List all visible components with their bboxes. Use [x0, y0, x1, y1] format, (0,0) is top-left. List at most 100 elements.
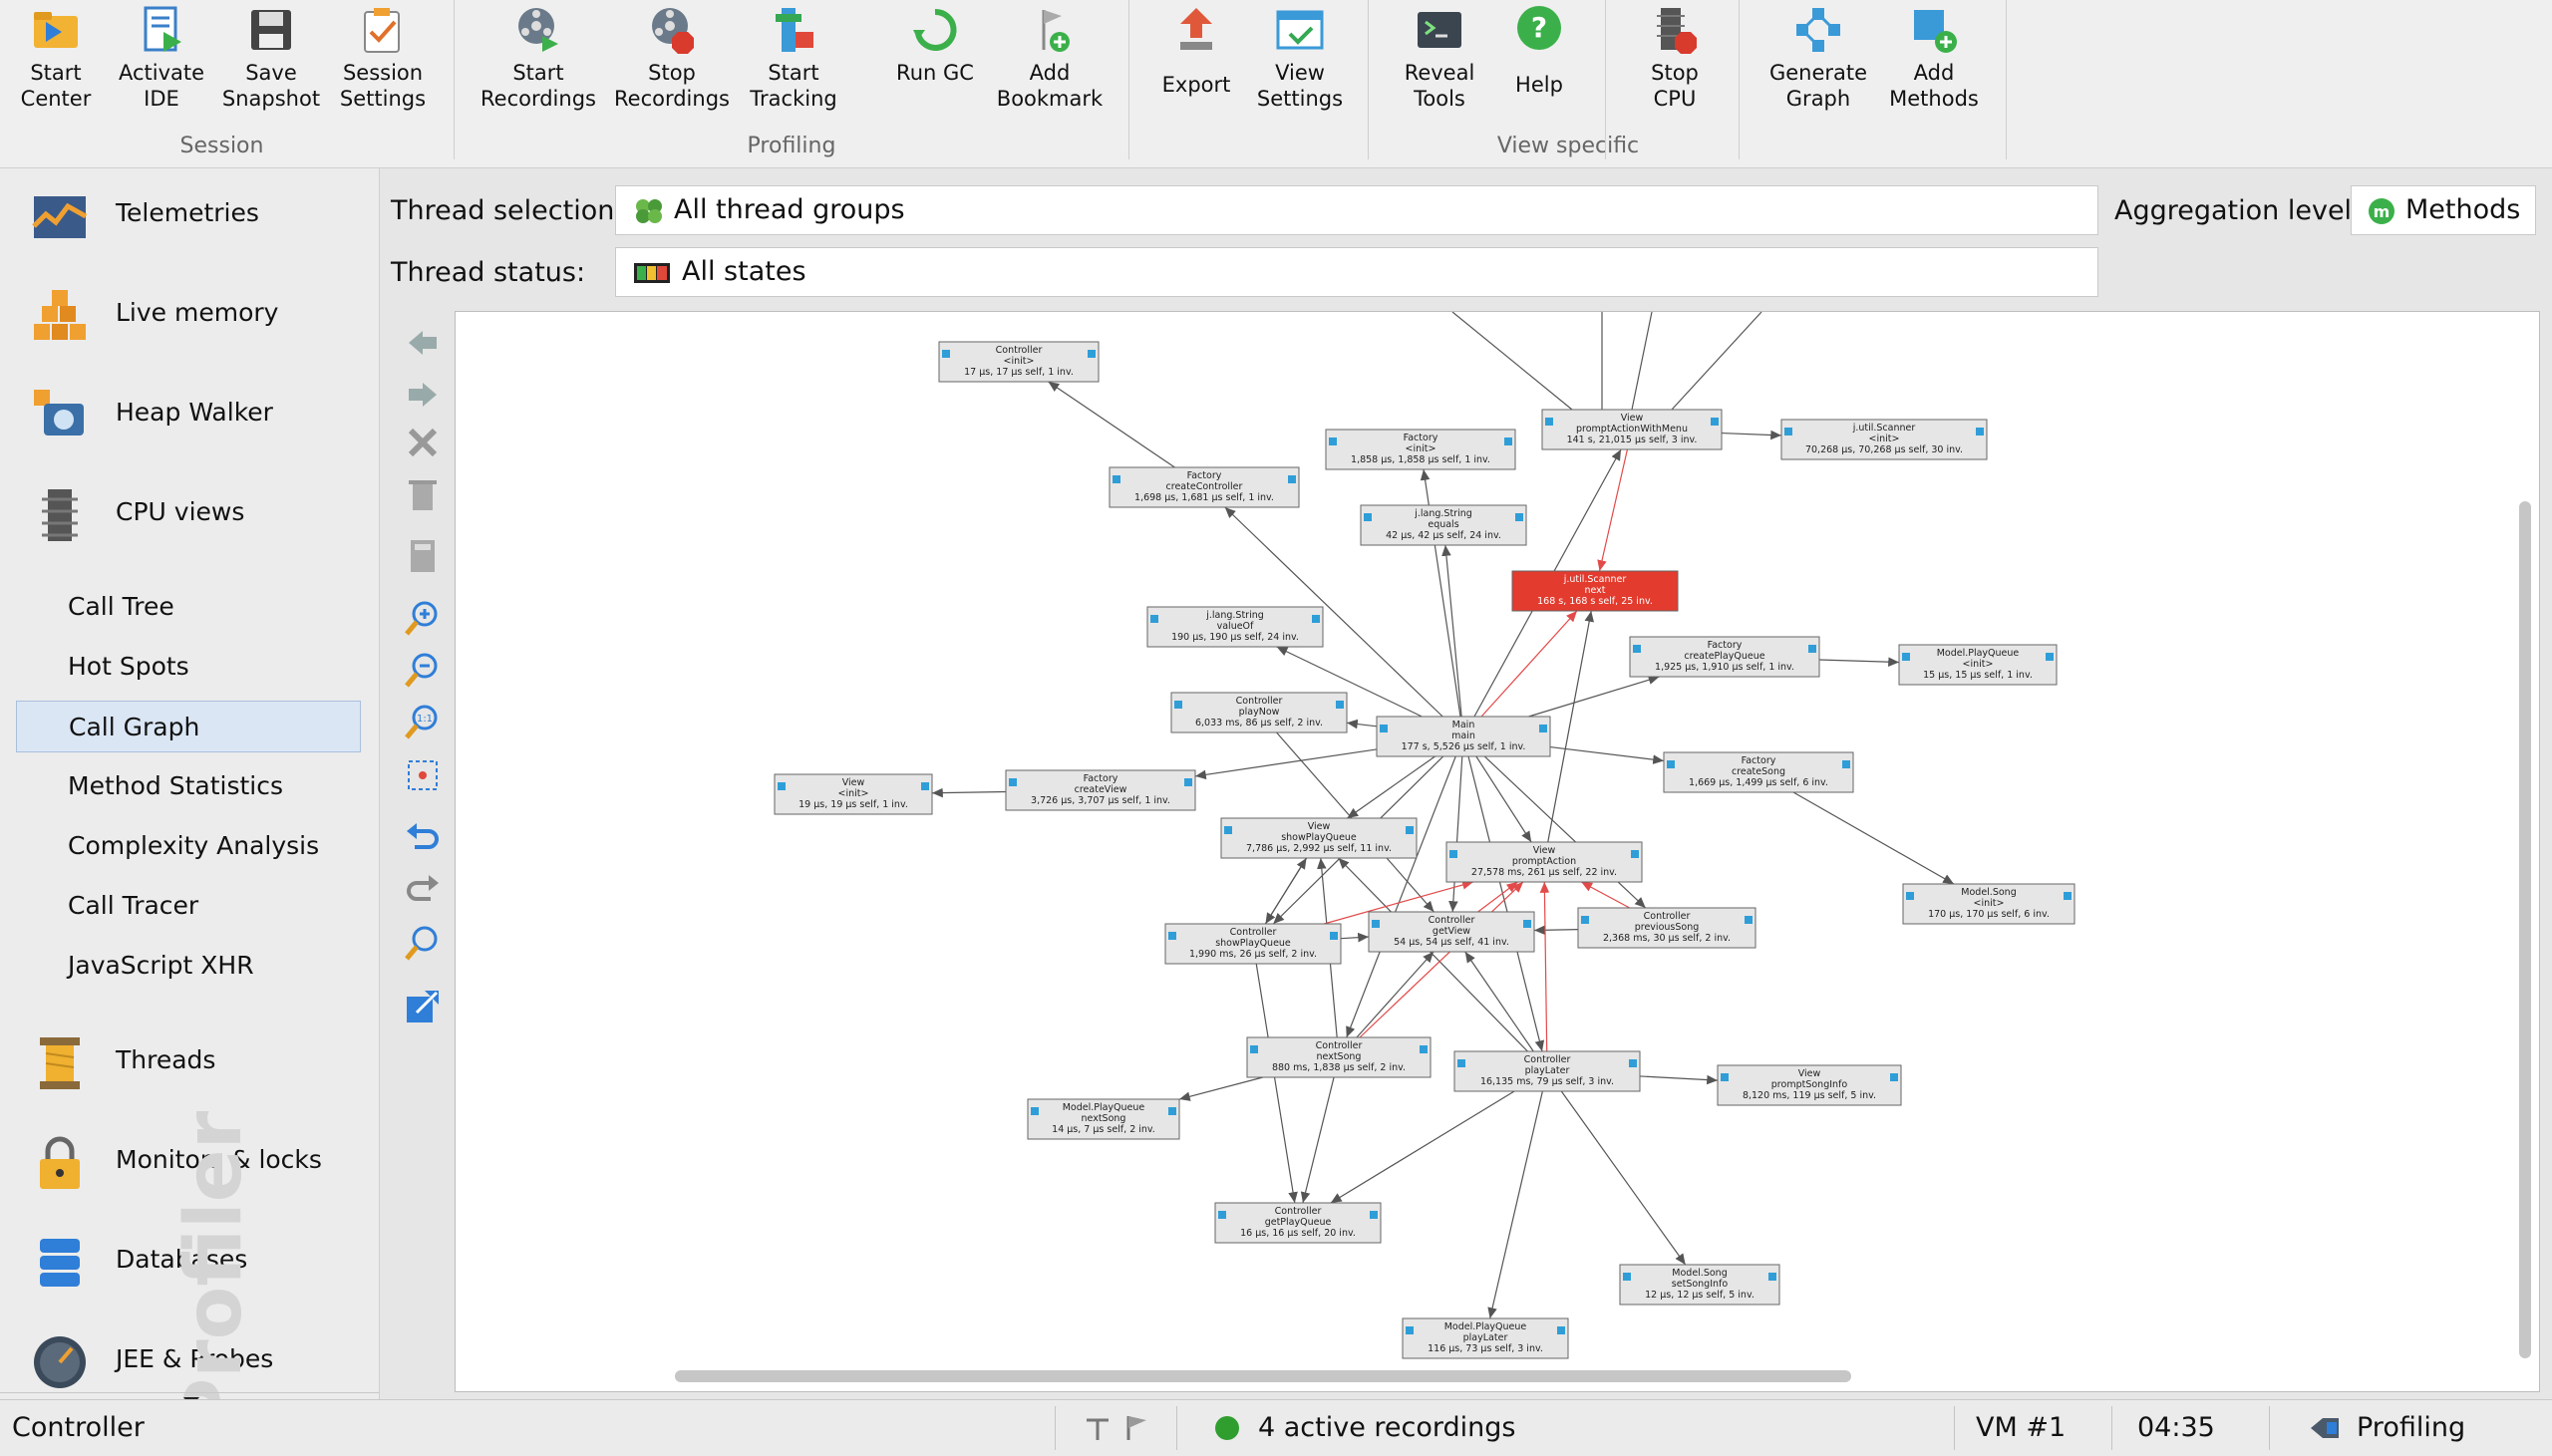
- expand-handle-icon[interactable]: [1031, 1107, 1039, 1115]
- sidebar-item-heap-walker[interactable]: Heap Walker: [0, 368, 379, 457]
- sidebar-item-telemetries[interactable]: Telemetries: [0, 168, 379, 258]
- horizontal-scrollbar[interactable]: [675, 1370, 1851, 1382]
- expand-handle-icon[interactable]: [1184, 778, 1192, 786]
- export-view-icon[interactable]: [403, 987, 443, 1026]
- trash-icon[interactable]: [403, 474, 443, 514]
- call-graph-canvas[interactable]: Controller<init>17 µs, 17 µs self, 1 inv…: [455, 311, 2540, 1392]
- expand-handle-icon[interactable]: [1364, 513, 1372, 521]
- sidebar-item-jee-probes[interactable]: JEE & Probes: [0, 1314, 379, 1399]
- expand-handle-icon[interactable]: [1113, 475, 1120, 483]
- sidebar-item-cpu-views[interactable]: CPU views: [0, 467, 379, 557]
- expand-handle-icon[interactable]: [1380, 725, 1388, 732]
- stop-recordings-button[interactable]: Stop Recordings: [608, 0, 736, 128]
- expand-handle-icon[interactable]: [1539, 725, 1547, 732]
- view-settings-button[interactable]: View Settings: [1250, 0, 1350, 128]
- expand-handle-icon[interactable]: [1631, 850, 1639, 858]
- expand-handle-icon[interactable]: [1523, 920, 1531, 928]
- reveal-tools-button[interactable]: Reveal Tools: [1390, 0, 1489, 128]
- expand-handle-icon[interactable]: [1370, 1211, 1378, 1219]
- remove-icon[interactable]: [403, 423, 443, 462]
- expand-handle-icon[interactable]: [1457, 1059, 1465, 1067]
- expand-handle-icon[interactable]: [921, 782, 929, 790]
- expand-handle-icon[interactable]: [1218, 1211, 1226, 1219]
- graph-node-n2[interactable]: Factory<init>1,858 µs, 1,858 µs self, 1 …: [1325, 429, 1516, 470]
- expand-handle-icon[interactable]: [1150, 615, 1158, 623]
- expand-handle-icon[interactable]: [1168, 1107, 1176, 1115]
- expand-handle-icon[interactable]: [1890, 1073, 1898, 1081]
- generate-graph-button[interactable]: Generate Graph: [1760, 0, 1876, 128]
- expand-handle-icon[interactable]: [1168, 932, 1176, 940]
- help-button[interactable]: ? Help: [1499, 0, 1579, 128]
- sidebar-item-call-graph[interactable]: Call Graph: [16, 701, 361, 752]
- expand-handle-icon[interactable]: [1808, 645, 1816, 653]
- expand-handle-icon[interactable]: [1557, 1326, 1565, 1334]
- expand-handle-icon[interactable]: [1088, 350, 1096, 358]
- expand-handle-icon[interactable]: [1330, 932, 1338, 940]
- expand-handle-icon[interactable]: [1745, 916, 1753, 924]
- calculator-icon[interactable]: [403, 536, 443, 576]
- expand-handle-icon[interactable]: [1372, 920, 1380, 928]
- expand-handle-icon[interactable]: [942, 350, 950, 358]
- scroll-down-arrow-icon[interactable]: [183, 1397, 199, 1399]
- expand-handle-icon[interactable]: [1545, 418, 1553, 426]
- graph-node-n1[interactable]: Controller<init>17 µs, 17 µs self, 1 inv…: [938, 341, 1100, 383]
- add-bookmark-button[interactable]: Add Bookmark: [995, 0, 1105, 128]
- expand-handle-icon[interactable]: [1902, 653, 1910, 661]
- export-button[interactable]: Export: [1148, 0, 1244, 128]
- thread-selection-dropdown[interactable]: All thread groups: [615, 185, 2098, 235]
- graph-node-n10[interactable]: Model.PlayQueue<init>15 µs, 15 µs self, …: [1898, 644, 2058, 686]
- sidebar-item-method-statistics[interactable]: Method Statistics: [68, 771, 283, 800]
- find-icon[interactable]: [403, 923, 443, 963]
- fit-to-window-icon[interactable]: [403, 755, 443, 795]
- session-settings-button[interactable]: Session Settings: [333, 0, 433, 128]
- graph-node-n18[interactable]: Model.Song<init>170 µs, 170 µs self, 6 i…: [1902, 883, 2075, 925]
- expand-handle-icon[interactable]: [1406, 1326, 1414, 1334]
- zoom-out-icon[interactable]: [403, 650, 443, 690]
- thread-status-dropdown[interactable]: All states: [615, 247, 2098, 297]
- expand-handle-icon[interactable]: [1174, 701, 1182, 709]
- expand-handle-icon[interactable]: [1288, 475, 1296, 483]
- activate-ide-button[interactable]: Activate IDE: [112, 0, 211, 128]
- expand-handle-icon[interactable]: [1009, 778, 1017, 786]
- expand-handle-icon[interactable]: [1784, 428, 1792, 436]
- expand-handle-icon[interactable]: [1768, 1273, 1776, 1281]
- expand-handle-icon[interactable]: [1336, 701, 1344, 709]
- flag-icon[interactable]: [1124, 1414, 1150, 1442]
- undo-icon[interactable]: [403, 819, 443, 859]
- status-recordings[interactable]: 4 active recordings: [1258, 1412, 1516, 1443]
- expand-handle-icon[interactable]: [1250, 1045, 1258, 1053]
- expand-handle-icon[interactable]: [1711, 418, 1719, 426]
- expand-handle-icon[interactable]: [1906, 892, 1914, 900]
- sidebar-item-databases[interactable]: Databases: [0, 1215, 379, 1305]
- vertical-scrollbar[interactable]: [2519, 501, 2531, 1358]
- graph-node-n4[interactable]: j.util.Scanner<init>70,268 µs, 70,268 µs…: [1780, 419, 1988, 460]
- stop-cpu-button[interactable]: Stop CPU: [1625, 0, 1725, 128]
- expand-handle-icon[interactable]: [1721, 1073, 1729, 1081]
- sidebar-item-hot-spots[interactable]: Hot Spots: [68, 652, 189, 681]
- back-icon[interactable]: [403, 323, 443, 363]
- expand-handle-icon[interactable]: [1329, 437, 1337, 445]
- zoom-reset-icon[interactable]: 1:1: [403, 702, 443, 741]
- sidebar-item-call-tree[interactable]: Call Tree: [68, 592, 174, 621]
- expand-handle-icon[interactable]: [1420, 1045, 1428, 1053]
- aggregation-level-dropdown[interactable]: m Methods: [2351, 185, 2536, 235]
- expand-handle-icon[interactable]: [1449, 850, 1457, 858]
- expand-handle-icon[interactable]: [1633, 645, 1641, 653]
- save-snapshot-button[interactable]: Save Snapshot: [221, 0, 321, 128]
- run-gc-button[interactable]: Run GC: [885, 0, 985, 128]
